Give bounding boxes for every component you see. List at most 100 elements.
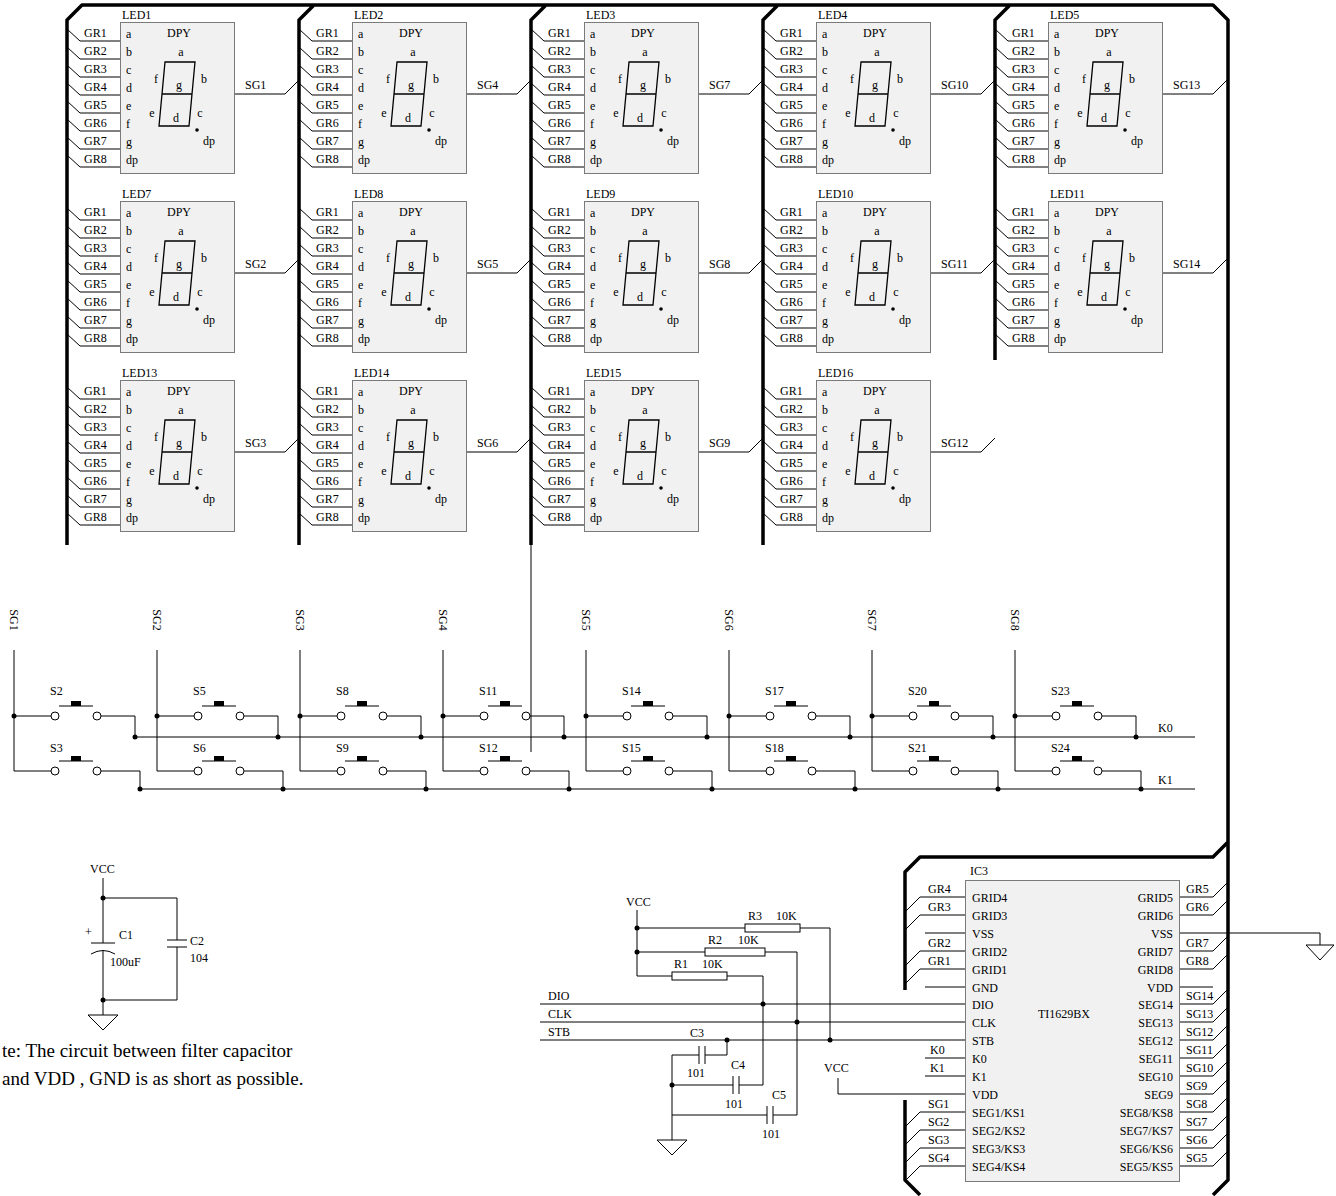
- segment-net-label: SG13: [1173, 78, 1200, 92]
- grid-net-label: GR5: [84, 277, 107, 291]
- segment-name: a: [874, 403, 879, 417]
- grid-net-label: GR7: [316, 134, 339, 148]
- grid-net-label: GR8: [84, 331, 107, 345]
- component-label: R2: [708, 933, 722, 947]
- pin-name: c: [358, 242, 363, 256]
- net-label: SG4: [928, 1151, 949, 1165]
- grid-net-label: GR1: [316, 26, 339, 40]
- pin-name: e: [358, 99, 363, 113]
- switch-label: S18: [765, 741, 784, 755]
- segment-name: f: [386, 251, 390, 265]
- segment-name: f: [154, 251, 158, 265]
- segment-net-label: SG1: [245, 78, 266, 92]
- pin-name: c: [590, 242, 595, 256]
- grid-net-label: GR1: [780, 205, 803, 219]
- segment-name: b: [201, 430, 207, 444]
- grid-net-label: GR1: [84, 26, 107, 40]
- pin-name: e: [126, 457, 131, 471]
- pin-name: b: [590, 45, 596, 59]
- segment-name: a: [178, 224, 183, 238]
- pin-name: f: [126, 117, 130, 131]
- net-label: GR4: [928, 882, 951, 896]
- part-label: IC3: [970, 864, 988, 878]
- pin-name: GRID5: [1138, 891, 1173, 905]
- segment-name: dp: [435, 134, 447, 148]
- grid-net-label: GR8: [316, 331, 339, 345]
- power-label: VCC: [90, 862, 115, 876]
- grid-net-label: GR5: [780, 456, 803, 470]
- segment-name: c: [661, 464, 666, 478]
- led-display: LED13DPYabcdefgdpafgbecddp: [120, 380, 235, 532]
- pin-name: e: [1054, 278, 1059, 292]
- segment-name: f: [850, 72, 854, 86]
- grid-net-label: GR4: [84, 438, 107, 452]
- pin-name: d: [358, 81, 364, 95]
- led-display-symbol: [531, 22, 763, 174]
- segment-name: g: [640, 257, 646, 271]
- segment-name: a: [874, 45, 879, 59]
- push-switch-pair: [441, 650, 572, 792]
- segment-name: e: [149, 464, 154, 478]
- pin-name: K1: [972, 1070, 987, 1084]
- switch-label: S9: [336, 741, 349, 755]
- ground-symbol: [1306, 945, 1334, 960]
- net-label: SG4: [436, 609, 450, 630]
- signal-label: STB: [548, 1025, 570, 1039]
- segment-name: dp: [1131, 313, 1143, 327]
- net-label: SG11: [1186, 1043, 1213, 1057]
- junction-dot: [635, 950, 640, 955]
- pin-name: b: [126, 224, 132, 238]
- part-label: LED11: [1050, 187, 1085, 201]
- segment-name: g: [640, 436, 646, 450]
- grid-net-label: GR4: [1012, 259, 1035, 273]
- grid-net-label: GR5: [1012, 98, 1035, 112]
- segment-name: g: [1104, 78, 1110, 92]
- filter-capacitor-symbol: [91, 878, 187, 1015]
- part-label: LED5: [1050, 8, 1079, 22]
- pin-name: f: [358, 475, 362, 489]
- segment-name: c: [429, 285, 434, 299]
- pin-name: GRID1: [972, 963, 1007, 977]
- segment-name: e: [1077, 285, 1082, 299]
- segment-name: f: [618, 430, 622, 444]
- grid-net-label: GR5: [548, 98, 571, 112]
- grid-net-label: GR8: [780, 331, 803, 345]
- power-label: VCC: [626, 895, 651, 909]
- pin-name: a: [822, 385, 827, 399]
- grid-net-label: GR5: [1012, 277, 1035, 291]
- part-type: DPY: [167, 205, 191, 219]
- pin-name: f: [590, 117, 594, 131]
- pin-name: g: [1054, 314, 1060, 328]
- segment-net-label: SG9: [709, 436, 730, 450]
- pin-name: SEG11: [1139, 1052, 1173, 1066]
- grid-net-label: GR7: [1012, 134, 1035, 148]
- grid-net-label: GR6: [1012, 116, 1035, 130]
- segment-name: f: [618, 251, 622, 265]
- segment-name: a: [410, 403, 415, 417]
- pin-name: b: [358, 45, 364, 59]
- segment-name: c: [197, 464, 202, 478]
- pin-name: SEG12: [1138, 1034, 1173, 1048]
- pin-name: b: [590, 224, 596, 238]
- grid-net-label: GR5: [316, 98, 339, 112]
- capacitor-symbol: [672, 1040, 773, 1140]
- part-label: LED14: [354, 366, 389, 380]
- pin-name: g: [126, 135, 132, 149]
- pin-name: SEG6/KS6: [1120, 1142, 1173, 1156]
- pin-name: dp: [358, 511, 370, 525]
- segment-net-label: SG5: [477, 257, 498, 271]
- pin-name: c: [126, 421, 131, 435]
- segment-net-label: SG8: [709, 257, 730, 271]
- ground-symbol: [657, 1140, 687, 1155]
- pin-name: a: [822, 27, 827, 41]
- led-display-symbol: [67, 201, 299, 353]
- switch-label: S23: [1051, 684, 1070, 698]
- pin-name: c: [590, 63, 595, 77]
- pin-name: SEG4/KS4: [972, 1160, 1025, 1174]
- driver-ic: IC3TI1629BXGRID4GRID3VSSGRID2GRID1GNDDIO…: [965, 880, 1180, 1182]
- pin-name: e: [1054, 99, 1059, 113]
- segment-name: e: [613, 106, 618, 120]
- pin-name: g: [590, 135, 596, 149]
- pin-name: f: [822, 117, 826, 131]
